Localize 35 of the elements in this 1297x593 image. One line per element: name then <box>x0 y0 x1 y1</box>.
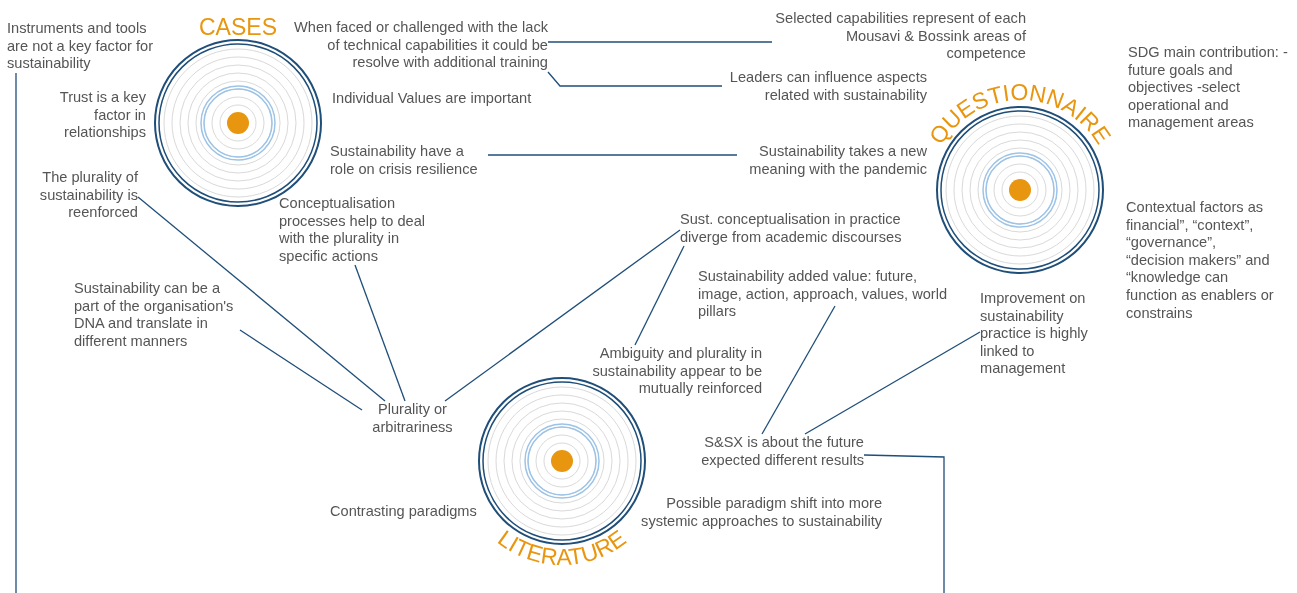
circle-title: LITERATURE <box>493 524 631 571</box>
connector-line <box>354 264 406 402</box>
note-text: Sust. conceptualisation in practice diverge from academic discourses <box>680 211 920 247</box>
note-text: Sustainability takes a new meaning with the pandemic <box>737 143 927 179</box>
note-text: Leaders can influence aspects related with sustainability <box>722 69 927 105</box>
connector-line <box>863 454 945 593</box>
note-text: S&SX is about the future expected different results <box>660 434 864 470</box>
note-text: Trust is a key factor in relationships <box>58 89 146 142</box>
note-text: Conceptualisation processes help to deal with the plurality in specific actions <box>279 195 429 266</box>
note-text: Contrasting paradigms <box>330 503 478 521</box>
note-text: Selected capabilities represent of each Mousavi & Bossink areas of competence <box>772 10 1026 63</box>
note-text: Sustainability added value: future, image, action, approach, values, world pillars <box>698 268 956 321</box>
note-text: Improvement on sustainability practice is highly linked to management <box>980 290 1098 378</box>
note-text: Contextual factors as financial”, “context”, “governance”, “decision makers” and “knowledge can function as enablers or constrains <box>1126 199 1275 323</box>
connector-line <box>804 331 981 435</box>
note-text: Plurality or arbitrariness <box>360 401 465 437</box>
note-text: Possible paradigm shift into more systemic approaches to sustainability <box>640 495 882 531</box>
note-text: When faced or challenged with the lack of technical capabilities it could be resolve with additional training <box>284 19 548 72</box>
connector-line <box>137 196 386 402</box>
note-text: Ambiguity and plurality in sustainability appear to be mutually reinforced <box>568 345 762 398</box>
connector-line <box>444 229 681 402</box>
note-text: Sustainability have a role on crisis resilience <box>330 143 488 179</box>
circle-title: CASES <box>199 14 277 40</box>
connector-line <box>547 71 723 87</box>
connector-line <box>15 72 17 593</box>
note-text: Instruments and tools are not a key factor for sustainability <box>7 20 159 73</box>
note-text: Sustainability can be a part of the organisation's DNA and translate in different manners <box>74 280 246 351</box>
connector-line <box>547 41 773 43</box>
connector-line <box>634 245 685 346</box>
note-text: The plurality of sustainability is reenforced <box>24 169 138 222</box>
connector-line <box>239 329 363 411</box>
connector-line <box>761 305 836 435</box>
connector-line <box>487 154 738 156</box>
note-text: SDG main contribution: -future goals and objectives -select operational and management areas <box>1128 44 1289 132</box>
note-text: Individual Values are important <box>332 90 533 108</box>
